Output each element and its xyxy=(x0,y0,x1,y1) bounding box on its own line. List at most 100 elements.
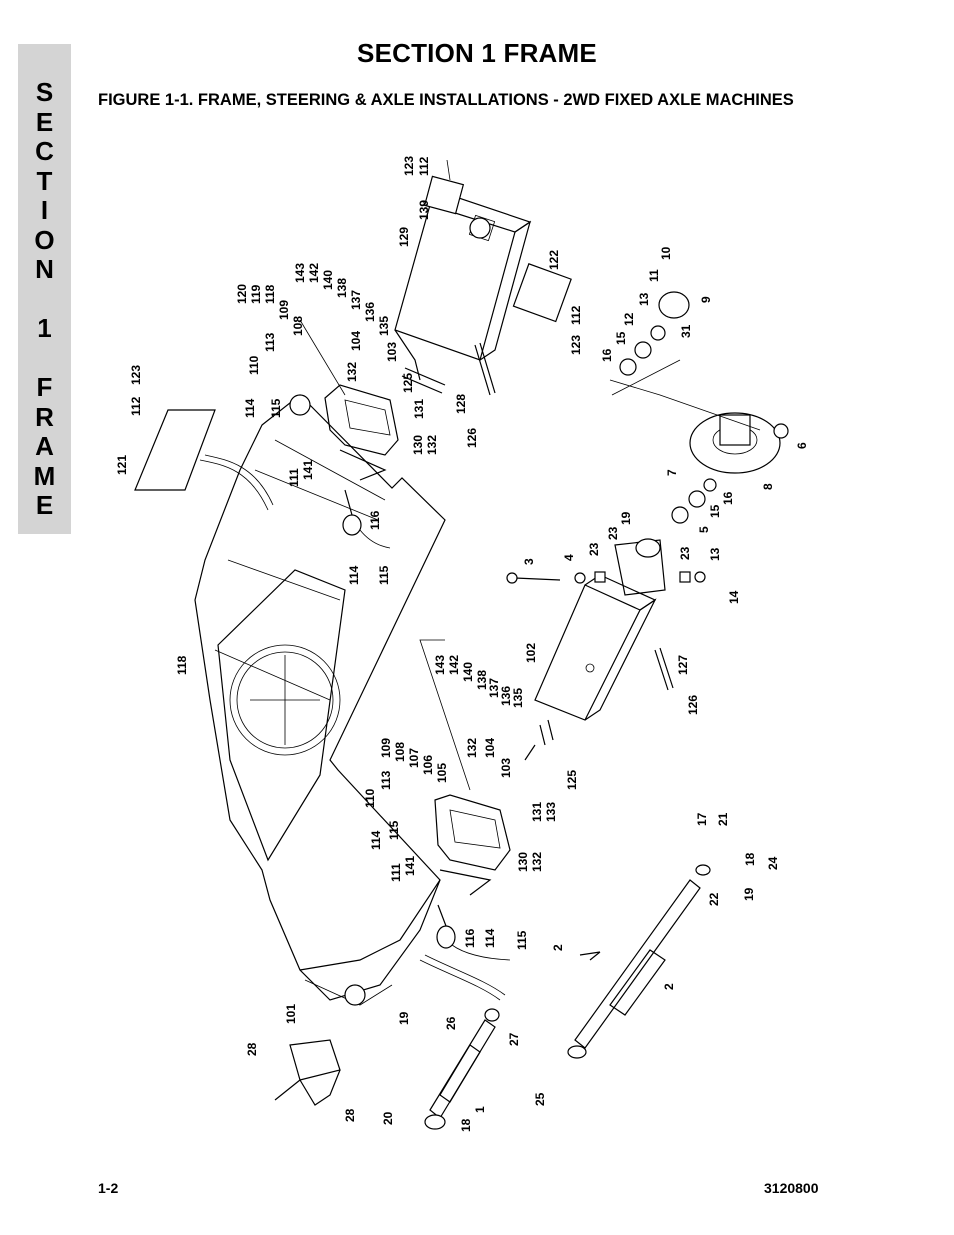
callout-115: 115 xyxy=(515,930,529,950)
callout-24: 24 xyxy=(766,856,780,870)
callout-142: 142 xyxy=(447,655,461,675)
side-tab-letter: E xyxy=(35,490,54,520)
callout-103: 103 xyxy=(385,342,399,362)
side-tab-letter xyxy=(18,285,71,315)
side-tab-letter: N xyxy=(35,254,54,284)
callout-102: 102 xyxy=(524,643,538,663)
callout-109: 109 xyxy=(379,738,393,758)
callout-120: 120 xyxy=(235,284,249,304)
callout-3: 3 xyxy=(522,558,536,565)
callout-1: 1 xyxy=(473,1106,487,1113)
side-tab-letter: R xyxy=(35,401,54,432)
upper-axle-beam xyxy=(394,175,572,396)
callout-21: 21 xyxy=(716,812,730,826)
callout-labels: 123 112 139 129 122 112 123 10 11 9 13 1… xyxy=(115,156,809,1132)
callout-142: 142 xyxy=(307,263,321,283)
callout-26: 26 xyxy=(444,1016,458,1030)
callout-128: 128 xyxy=(454,394,468,414)
callout-11: 11 xyxy=(647,269,661,282)
callout-135: 135 xyxy=(511,688,525,708)
callout-141: 141 xyxy=(403,856,417,876)
callout-139: 139 xyxy=(417,200,431,220)
callout-19: 19 xyxy=(397,1011,411,1025)
callout-116: 116 xyxy=(463,928,477,948)
exploded-parts-diagram: 123 112 139 129 122 112 123 10 11 9 13 1… xyxy=(115,156,809,1132)
callout-122: 122 xyxy=(547,250,561,270)
side-tab-letter: F xyxy=(36,372,53,402)
callout-115: 115 xyxy=(377,565,391,585)
page-number: 1-2 xyxy=(98,1180,119,1196)
callout-20: 20 xyxy=(381,1111,395,1125)
callout-4: 4 xyxy=(562,554,576,561)
callout-8: 8 xyxy=(761,483,775,490)
callout-28: 28 xyxy=(343,1108,357,1122)
callout-129: 129 xyxy=(397,227,411,247)
callout-103: 103 xyxy=(499,758,513,778)
callout-109: 109 xyxy=(277,300,291,320)
callout-106: 106 xyxy=(421,755,435,775)
side-tab-letter: 1 xyxy=(37,313,52,343)
callout-135: 135 xyxy=(377,316,391,336)
callout-22: 22 xyxy=(707,892,721,906)
callout-118: 118 xyxy=(263,284,277,304)
callout-9: 9 xyxy=(699,296,713,303)
callout-114: 114 xyxy=(369,830,383,850)
steering-cylinder xyxy=(567,864,711,1059)
callout-108: 108 xyxy=(291,316,305,336)
upper-lock-bracket xyxy=(324,384,399,481)
callout-13: 13 xyxy=(637,292,651,306)
callout-119: 119 xyxy=(249,284,263,304)
callout-13: 13 xyxy=(708,547,722,561)
side-tab-letter: S xyxy=(35,77,54,107)
callout-19: 19 xyxy=(619,511,633,525)
side-tab-letter: I xyxy=(40,195,49,225)
callout-114: 114 xyxy=(347,565,361,585)
side-tab-letter: O xyxy=(34,224,55,255)
callout-7: 7 xyxy=(665,469,679,476)
callout-112: 112 xyxy=(569,305,583,325)
callout-123: 123 xyxy=(402,156,416,176)
rear-cylinder xyxy=(424,1008,500,1130)
callout-132: 132 xyxy=(345,362,359,382)
callout-10: 10 xyxy=(659,246,673,260)
document-number: 3120800 xyxy=(764,1180,819,1196)
callout-123: 123 xyxy=(569,335,583,355)
callout-118: 118 xyxy=(175,655,189,675)
callout-140: 140 xyxy=(461,662,475,682)
callout-127: 127 xyxy=(676,655,690,675)
callout-110: 110 xyxy=(247,355,261,375)
callout-136: 136 xyxy=(363,302,377,322)
side-tab-letter: M xyxy=(33,460,56,491)
callout-15: 15 xyxy=(708,504,722,518)
callout-143: 143 xyxy=(433,655,447,675)
callout-107: 107 xyxy=(407,748,421,768)
callout-140: 140 xyxy=(321,270,335,290)
callout-126: 126 xyxy=(686,695,700,715)
side-tab-letter: E xyxy=(35,106,54,137)
callout-132: 132 xyxy=(425,435,439,455)
callout-132: 132 xyxy=(530,852,544,872)
callout-23: 23 xyxy=(606,526,620,540)
callout-5: 5 xyxy=(697,526,711,533)
side-tab-letter xyxy=(18,344,71,374)
callout-6: 6 xyxy=(795,442,809,449)
callout-133: 133 xyxy=(544,802,558,822)
callout-23: 23 xyxy=(587,542,601,556)
callout-112: 112 xyxy=(129,396,143,416)
spindle-hub-assembly xyxy=(506,291,789,596)
counterweight-block xyxy=(274,1039,341,1106)
callout-137: 137 xyxy=(349,290,363,310)
callout-104: 104 xyxy=(483,738,497,758)
callout-111: 111 xyxy=(389,863,403,882)
callout-137: 137 xyxy=(487,678,501,698)
callout-28: 28 xyxy=(245,1042,259,1056)
callout-123: 123 xyxy=(129,365,143,385)
callout-114: 114 xyxy=(243,398,257,418)
callout-116: 116 xyxy=(368,510,382,530)
callout-18: 18 xyxy=(459,1118,473,1132)
callout-108: 108 xyxy=(393,742,407,762)
callout-125: 125 xyxy=(565,770,579,790)
callout-130: 130 xyxy=(516,852,530,872)
